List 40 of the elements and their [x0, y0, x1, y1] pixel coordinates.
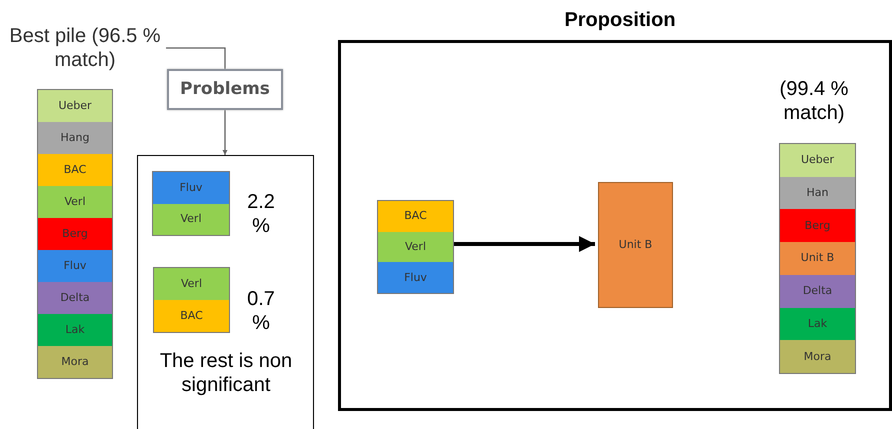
- layer-cell: Verl: [153, 204, 229, 235]
- layer-cell: Verl: [378, 232, 453, 262]
- percentage-label: 0.7 %: [246, 287, 276, 335]
- connector-line: [166, 47, 226, 69]
- layer-stack: [780, 144, 855, 373]
- layer-cell: Mora: [38, 346, 112, 378]
- layer-cell: BAC: [38, 154, 112, 186]
- layer-cell: Delta: [780, 274, 855, 308]
- layer-cell: Mora: [780, 340, 855, 373]
- layer-stack: [153, 172, 229, 235]
- percentage-label: 2.2 %: [246, 190, 276, 238]
- layer-cell: Han: [780, 176, 855, 210]
- arrow: [222, 110, 228, 155]
- problems-box: Problems: [167, 69, 283, 110]
- layer-cell: BAC: [154, 300, 229, 332]
- layer-cell: Verl: [38, 186, 112, 218]
- layer-cell: Lak: [38, 314, 112, 346]
- layer-cell: Fluv: [153, 172, 229, 204]
- layer-cell: Fluv: [378, 262, 453, 293]
- caption-text: Best pile (96.5 % match): [4, 24, 166, 72]
- layer-cell: Ueber: [38, 90, 112, 122]
- percentage-label: (99.4 % match): [778, 77, 850, 126]
- layer-cell: Delta: [38, 282, 112, 314]
- layer-cell: Berg: [38, 218, 112, 250]
- layer-stack: [154, 268, 229, 332]
- layer-cell: BAC: [378, 201, 453, 232]
- proposition-panel: [338, 40, 892, 411]
- layer-cell: Unit B: [780, 242, 855, 275]
- note-text: The rest is non significant: [158, 349, 294, 398]
- layer-cell: Berg: [780, 209, 855, 242]
- panel-title: Proposition: [563, 8, 677, 33]
- layer-cell: Ueber: [780, 144, 855, 177]
- layer-cell: Hang: [38, 122, 112, 154]
- layer-cell: Verl: [154, 268, 229, 300]
- layer-cell: Fluv: [38, 250, 112, 282]
- layer-cell: Unit B: [598, 182, 673, 308]
- problems-panel: [137, 155, 314, 429]
- layer-stack: [38, 90, 112, 378]
- layer-cell: Lak: [780, 308, 855, 340]
- layer-stack: [378, 201, 453, 293]
